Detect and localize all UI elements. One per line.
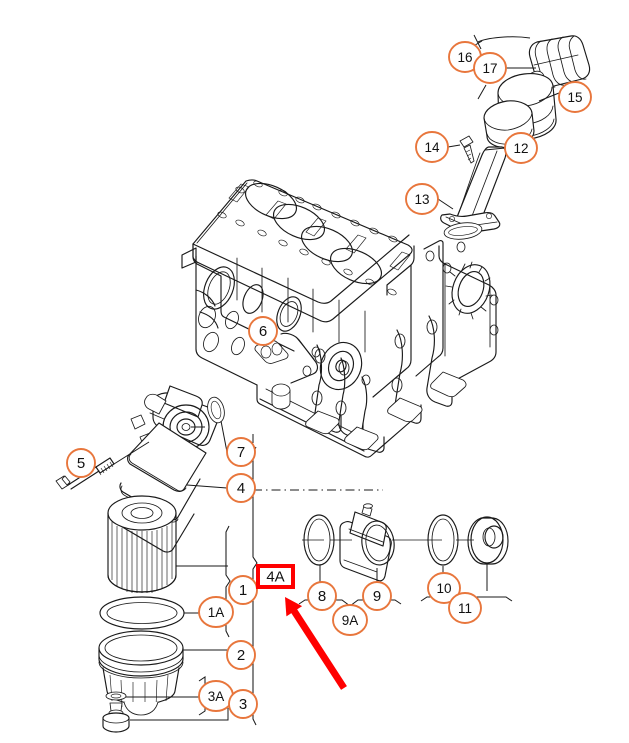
callout-15[interactable]: 15 xyxy=(558,81,592,113)
filler-pipe-bolt xyxy=(459,135,475,164)
filler-pipe-o-ring xyxy=(443,222,483,240)
oil-pump-assembly xyxy=(191,426,509,582)
callout-circle xyxy=(362,581,392,611)
oil-pump-rotor xyxy=(467,516,509,565)
callout-9[interactable]: 9 xyxy=(362,581,392,611)
callout-label: 16 xyxy=(457,50,472,65)
callout-10[interactable]: 10 xyxy=(427,572,461,604)
callout-label: 1A xyxy=(208,605,225,620)
callout-circle xyxy=(405,183,439,215)
oil-filter-element xyxy=(107,495,177,593)
callout-circle xyxy=(226,473,256,503)
callout-circle xyxy=(248,316,278,346)
callout-17[interactable]: 17 xyxy=(473,52,507,84)
annotation-arrow xyxy=(285,597,347,690)
callout-circle xyxy=(307,581,337,611)
callout-label: 8 xyxy=(318,588,326,605)
callout-circle xyxy=(415,131,449,163)
callout-label: 2 xyxy=(237,647,245,664)
callout-circle xyxy=(504,132,538,164)
highlight-box-border xyxy=(256,564,295,589)
red-pointer-arrow xyxy=(285,597,347,690)
callout-2[interactable]: 2 xyxy=(226,640,256,670)
callout-circle xyxy=(448,592,482,624)
callout-1[interactable]: 1 xyxy=(228,575,258,605)
highlight-box-4a[interactable]: 4A xyxy=(256,564,295,589)
callout-label: 4 xyxy=(237,480,245,497)
callout-16[interactable]: 16 xyxy=(448,41,482,73)
callout-label: 5 xyxy=(77,455,85,472)
callout-circle xyxy=(558,81,592,113)
callout-circle xyxy=(473,52,507,84)
callout-bubbles: 16 17 15 14 12 13 6 7 5 4 1 1A 8 9 9A 10 11 2 3A 3 xyxy=(66,41,592,719)
callout-11[interactable]: 11 xyxy=(448,592,482,624)
callout-14[interactable]: 14 xyxy=(415,131,449,163)
callout-circle xyxy=(66,448,96,478)
callout-circle xyxy=(228,689,258,719)
callout-label: 3A xyxy=(208,689,225,704)
callout-6[interactable]: 6 xyxy=(248,316,278,346)
callout-label: 11 xyxy=(458,601,472,616)
callout-label: 14 xyxy=(424,140,440,155)
callout-8[interactable]: 8 xyxy=(307,581,337,611)
oil-drain-plug xyxy=(102,691,130,733)
callout-4[interactable]: 4 xyxy=(226,473,256,503)
callout-9a[interactable]: 9A xyxy=(332,604,368,636)
oil-pump-mount-gasket xyxy=(254,340,289,364)
callout-label: 7 xyxy=(237,444,245,461)
callout-circle xyxy=(427,572,461,604)
oil-filter-housing-assembly xyxy=(55,385,225,733)
callout-label: 13 xyxy=(414,192,429,207)
callout-circle xyxy=(226,437,256,467)
callout-circle xyxy=(226,640,256,670)
callout-13[interactable]: 13 xyxy=(405,183,439,215)
callout-circle xyxy=(198,596,234,628)
highlight-box-fill xyxy=(256,564,295,589)
oil-filter-housing-bolt xyxy=(55,441,150,490)
oil-filter-cover-cap xyxy=(98,630,184,716)
callout-3a[interactable]: 3A xyxy=(198,680,234,712)
callout-12[interactable]: 12 xyxy=(504,132,538,164)
oil-pump-body xyxy=(339,503,395,582)
callout-1a[interactable]: 1A xyxy=(198,596,234,628)
callout-label: 17 xyxy=(482,61,497,76)
callout-label: 12 xyxy=(513,141,528,156)
highlight-label-4a: 4A xyxy=(266,569,284,586)
callout-label: 10 xyxy=(436,581,451,596)
highlight-4a: 4A xyxy=(256,564,295,589)
callout-label: 3 xyxy=(239,696,247,713)
callout-label: 15 xyxy=(567,90,582,105)
callout-label: 6 xyxy=(259,323,267,340)
arrow-shaft xyxy=(289,606,347,690)
arrow-head xyxy=(285,597,303,617)
callout-5[interactable]: 5 xyxy=(66,448,96,478)
callout-label: 1 xyxy=(239,582,247,599)
callout-circle xyxy=(332,604,368,636)
oil-filter-housing-seal-ring xyxy=(207,396,225,424)
callout-circle xyxy=(228,575,258,605)
callout-label: 9A xyxy=(342,613,359,628)
callout-3[interactable]: 3 xyxy=(228,689,258,719)
oil-filter-o-ring xyxy=(99,596,185,630)
callout-7[interactable]: 7 xyxy=(226,437,256,467)
callout-label: 9 xyxy=(373,588,381,605)
engine-cylinder-block xyxy=(181,179,499,458)
